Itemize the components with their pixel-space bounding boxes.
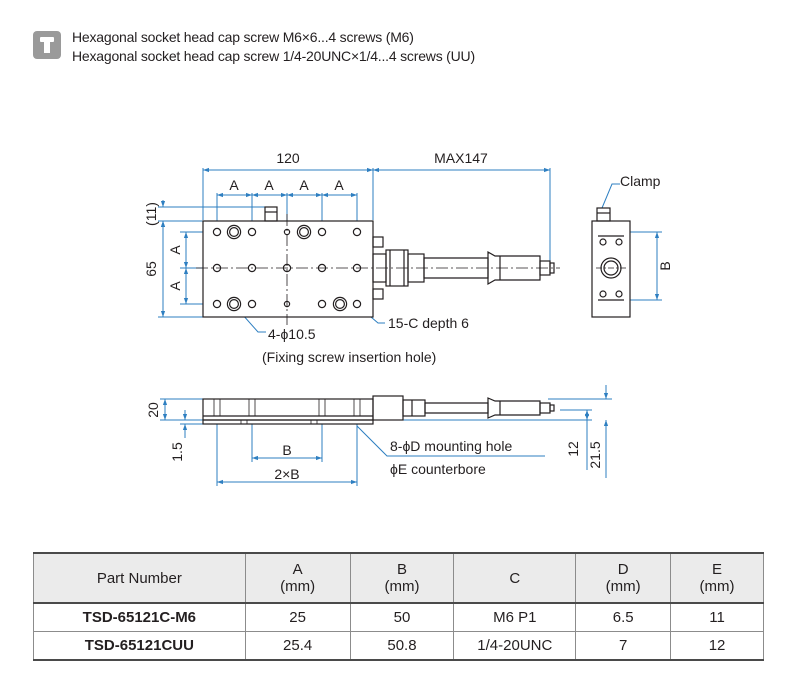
dim-65: 65	[143, 261, 159, 277]
dim-b-end: B	[657, 261, 673, 270]
table-row: TSD-65121CUU 25.4 50.8 1/4-20UNC 7 12	[33, 631, 764, 661]
top-view	[196, 206, 560, 325]
col-part-number: Part Number	[33, 552, 246, 604]
cell-c: M6 P1	[453, 602, 577, 632]
dim-2b: 2×B	[274, 466, 299, 482]
dim-a-1: A	[229, 177, 239, 193]
micrometer-top	[372, 236, 555, 300]
side-view	[202, 395, 555, 425]
table-row: TSD-65121C-M6 25 50 M6 P1 6.5 11	[33, 602, 764, 632]
counterbore-label: ϕE counterbore	[390, 461, 486, 477]
side-view-dimensions	[160, 385, 612, 486]
screw-note-uu: Hexagonal socket head cap screw 1/4-20UN…	[72, 48, 475, 64]
dim-21-5: 21.5	[587, 441, 603, 468]
technical-drawing: 120 MAX147 A A A A (11) 65 A A Clamp B 1…	[143, 150, 673, 486]
cell-e: 11	[670, 602, 764, 632]
dim-a-3: A	[299, 177, 309, 193]
dim-11: (11)	[143, 202, 159, 226]
dim-20: 20	[145, 402, 161, 418]
dim-a-v2: A	[167, 281, 183, 291]
cell-b: 50	[349, 602, 455, 632]
cell-d: 6.5	[575, 602, 672, 632]
tap-label: 15-C depth 6	[388, 315, 469, 331]
cell-e: 12	[670, 631, 764, 661]
dim-1-5: 1.5	[169, 442, 185, 462]
col-e: E(mm)	[670, 552, 764, 604]
cell-a: 25	[244, 602, 351, 632]
dim-a-2: A	[264, 177, 274, 193]
screw-note-m6: Hexagonal socket head cap screw M6×6...4…	[72, 29, 414, 45]
cell-b: 50.8	[349, 631, 455, 661]
fix-hole-label: 4-ϕ10.5	[268, 326, 316, 342]
col-d: D(mm)	[575, 552, 672, 604]
top-view-dimensions	[158, 167, 662, 333]
clamp-screw	[264, 206, 278, 222]
mount-hole-label: 8-ϕD mounting hole	[390, 438, 512, 454]
spec-table: Part Number A(mm) B(mm) C D(mm) E(mm) TS…	[33, 552, 764, 661]
dim-120: 120	[276, 150, 300, 166]
dim-max147: MAX147	[434, 150, 488, 166]
col-c: C	[453, 552, 577, 604]
dim-a-4: A	[334, 177, 344, 193]
stage-holes	[212, 224, 362, 312]
dim-a-v1: A	[167, 245, 183, 255]
screw-icon	[33, 31, 61, 59]
col-a: A(mm)	[244, 552, 351, 604]
cell-c: 1/4-20UNC	[453, 631, 577, 661]
cell-d: 7	[575, 631, 672, 661]
cell-part: TSD-65121CUU	[33, 631, 246, 661]
cell-part: TSD-65121C-M6	[33, 602, 246, 632]
end-view	[591, 207, 631, 318]
cell-a: 25.4	[244, 631, 351, 661]
micrometer-side	[372, 395, 555, 421]
fix-hole-note: (Fixing screw insertion hole)	[262, 349, 436, 365]
dim-b-side: B	[282, 442, 291, 458]
dim-12: 12	[565, 441, 581, 457]
clamp-label: Clamp	[620, 173, 661, 189]
col-b: B(mm)	[349, 552, 455, 604]
